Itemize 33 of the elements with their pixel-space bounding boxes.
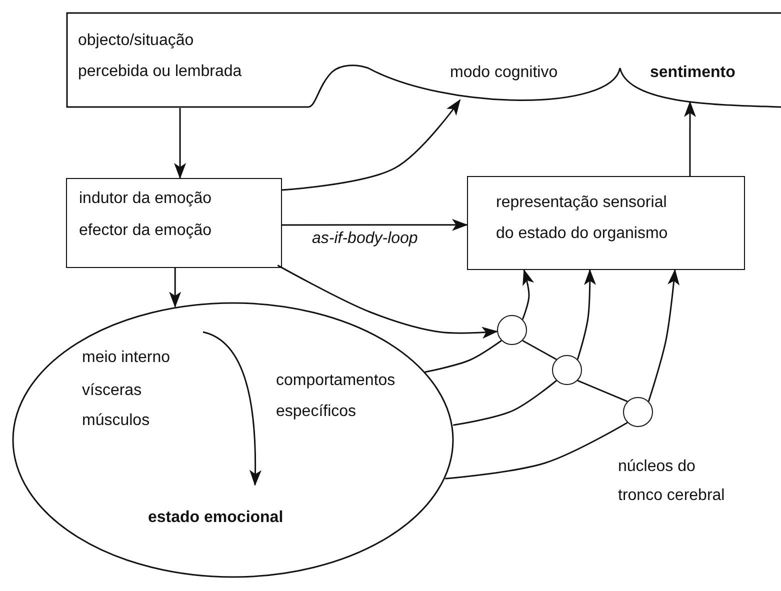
- arrow: [282, 99, 461, 191]
- arrow: [576, 269, 596, 360]
- process-box: [66, 178, 282, 268]
- node-text: meio interno: [82, 348, 172, 368]
- node-text: músculos: [82, 411, 151, 431]
- node-text: objecto/situação percebida ou lembrada: [78, 31, 243, 82]
- arrow: [277, 264, 498, 339]
- arrow: [282, 218, 468, 231]
- connector-line: [522, 340, 557, 360]
- ellipse-region: [12, 302, 454, 578]
- connector-line: [453, 380, 557, 426]
- node-text: representação sensorial do estado do organismo: [496, 193, 669, 244]
- wavy-panel: [66, 12, 781, 108]
- node-text: modo cognitivo: [450, 60, 595, 100]
- arrow: [648, 269, 680, 402]
- node-text: vísceras: [82, 381, 143, 401]
- process-box: [467, 176, 745, 270]
- connector-line: [577, 380, 628, 402]
- nucleus-circle: [552, 355, 582, 385]
- node-text: efector da emoção: [79, 221, 213, 241]
- arrow: [169, 268, 182, 308]
- arrow: [684, 101, 696, 176]
- connector-line: [424, 340, 502, 373]
- node-text: estado emocional: [148, 508, 284, 528]
- node-text: indutor da emoção: [79, 189, 213, 209]
- node-text: comportamentos específicos: [276, 371, 396, 422]
- node-text: sentimento: [650, 60, 775, 102]
- annotation-text: núcleos do tronco cerebral: [618, 457, 726, 506]
- connector-line: [445, 422, 628, 480]
- arrow: [174, 108, 186, 179]
- nucleus-circle: [623, 397, 653, 427]
- arrow: [522, 269, 534, 320]
- nucleus-circle: [497, 315, 527, 345]
